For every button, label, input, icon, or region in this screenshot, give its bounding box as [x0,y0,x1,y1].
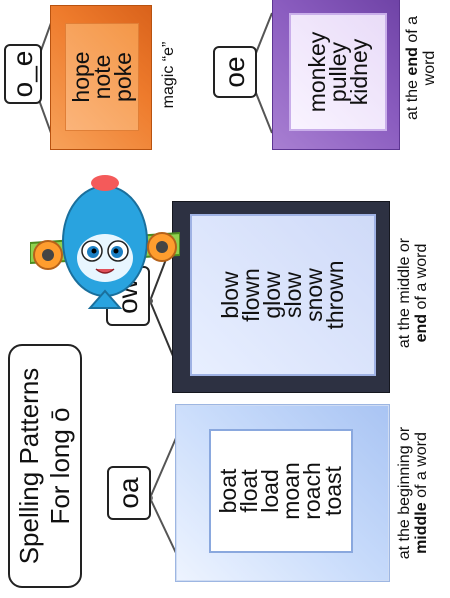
note-ow-line2: of a word [413,243,430,310]
word-list-ow: blow flown glow slow snow thrown [190,214,376,376]
note-oa: at the beginning or middle of a word [396,388,430,598]
frame-oa: boat float load moan roach toast [175,404,390,582]
word-item: kidney [345,38,372,106]
frame-ow: blow flown glow slow snow thrown [172,201,390,393]
title-box: Spelling Patterns For long ō [8,344,82,588]
cartoon-airplane-icon [30,175,180,309]
word-item: thrown [322,260,348,330]
note-oa-bold: middle [413,502,430,554]
frame-oe: monkey pulley kidney [272,0,400,150]
label-oe: oe [213,46,257,98]
word-item: toast [320,466,346,516]
word-list-o_e: hope note poke [65,23,139,131]
word-item: poke [109,52,136,102]
label-oe-text: oe [219,56,250,88]
label-oa: oa [107,466,151,520]
label-o_e: o_e [4,44,42,104]
note-ow: at the middle or end of a word [396,188,430,398]
title-line-1: Spelling Patterns [14,367,44,565]
label-o_e-text: o_e [7,50,38,98]
title-line-2: For long ō [45,407,75,525]
note-ow-bold: end [413,313,430,343]
note-o_e-text: magic “e” [160,41,177,109]
note-oe-bold: end [404,47,421,76]
note-oa-line1: at the beginning or [396,426,413,560]
frame-o_e: hope note poke [50,5,152,150]
word-list-oe: monkey pulley kidney [289,13,387,131]
label-oa-text: oa [113,477,144,509]
word-list-oa: boat float load moan roach toast [209,429,353,553]
note-ow-line1: at the middle or [396,237,413,349]
note-oa-line2: of a word [413,432,430,498]
note-oe: at the end of a word [404,0,438,138]
note-o_e: magic “e” [160,30,177,120]
note-oe-line1: at the [404,80,421,121]
